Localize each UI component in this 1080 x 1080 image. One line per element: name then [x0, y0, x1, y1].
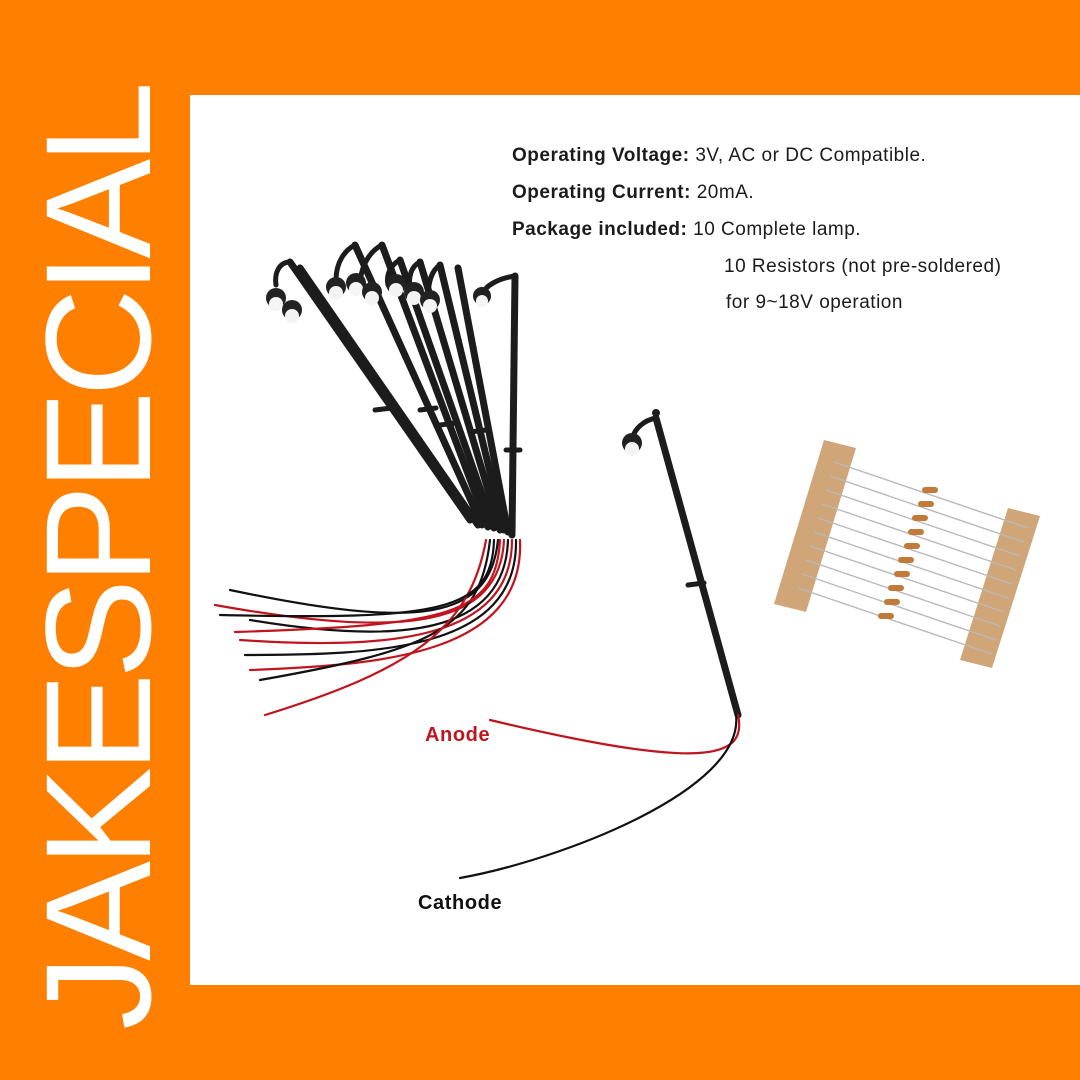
lamp-post [296, 264, 482, 529]
spec-label: Operating Current: [512, 182, 691, 203]
spec-package-operation: for 9~18V operation [726, 292, 903, 313]
spec-current: Operating Current: 20mA. [512, 182, 1001, 219]
spec-label: Operating Voltage: [512, 145, 690, 166]
spec-voltage: Operating Voltage: 3V, AC or DC Compatib… [512, 145, 1001, 182]
bundle-wires [213, 538, 522, 717]
spec-label: Package included: [512, 219, 688, 240]
resistor-pack [774, 440, 1040, 668]
lamp-post [286, 258, 474, 524]
lamp-post [436, 261, 508, 534]
spec-value: 10 Complete lamp. [687, 219, 862, 240]
lamp-post [508, 272, 519, 539]
lamp-post [454, 264, 512, 536]
anode-label: Anode [425, 724, 491, 746]
spec-package: Package included: 10 Complete lamp. [512, 219, 1001, 256]
lamp-heads [266, 273, 491, 323]
cathode-label: Cathode [418, 892, 503, 914]
single-lamp [458, 409, 742, 880]
spec-value: 3V, AC or DC Compatible. [689, 145, 927, 166]
product-photo-panel [190, 95, 1080, 985]
spec-package-resistors: 10 Resistors (not pre-soldered) [724, 256, 1002, 277]
spec-list: Operating Voltage: 3V, AC or DC Compatib… [512, 145, 1001, 329]
spec-value: 20mA. [690, 182, 755, 203]
